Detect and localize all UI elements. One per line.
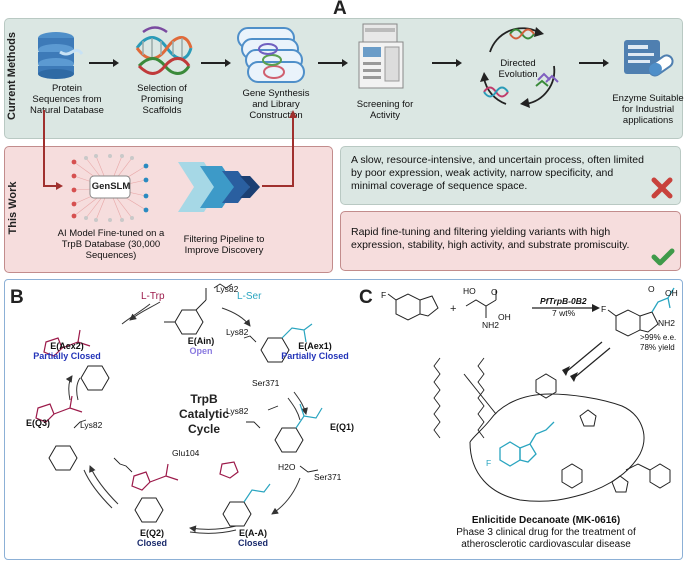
database-icon: [38, 32, 84, 79]
step-caption-enzyme: Enzyme Suitable for Industrial applicati…: [612, 93, 684, 126]
ser-label: L-Ser: [237, 291, 262, 302]
arrow-2-icon: [201, 59, 231, 67]
catalytic-cycle-diagram: [35, 283, 323, 534]
yield-value: 78% yield: [640, 343, 675, 352]
step-caption-screening: Screening for Activity: [356, 99, 414, 121]
state-q1: E(Q1): [322, 422, 362, 432]
state-aex1-status: Partially Closed: [281, 351, 349, 361]
state-a-a: E(A-A) Closed: [228, 528, 278, 548]
state-q2-status: Closed: [136, 538, 167, 548]
step-caption-directed-evolution: Directed Evolution: [498, 58, 538, 80]
enzyme-pill-icon: [624, 40, 674, 77]
residue-lys-3: Lys82: [226, 406, 249, 416]
state-q3: E(Q3): [18, 418, 58, 428]
state-ain-status: Open: [189, 346, 213, 356]
state-q1-name: E(Q1): [329, 422, 354, 432]
state-a-a-status: Closed: [237, 538, 268, 548]
current-methods-box: [4, 18, 683, 139]
residue-glu: Glu104: [172, 448, 200, 458]
residue-lys-2: Lys82: [226, 327, 249, 337]
current-methods-summary-box: A slow, resource-intensive, and uncertai…: [340, 146, 681, 205]
state-aex2: E(Aex2) Partially Closed: [22, 341, 112, 361]
pipeline-caption: Filtering Pipeline to Improve Discovery: [183, 234, 265, 256]
carbonyl-label: O: [491, 287, 498, 297]
state-aex1: E(Aex1) Partially Closed: [270, 341, 360, 361]
check-icon: [651, 248, 675, 266]
svg-text:+: +: [450, 303, 456, 315]
this-work-summary: Rapid fine-tuning and filtering yielding…: [351, 226, 630, 251]
state-ain: E(Ain) Open: [176, 336, 226, 356]
state-q2-name: E(Q2): [139, 528, 164, 538]
enlicitide-structure: [433, 357, 671, 502]
cycle-title: TrpB Catalytic Cycle: [178, 392, 230, 436]
panel-b-letter: B: [10, 287, 24, 308]
reagent-loading: 7 wt%: [552, 308, 576, 318]
product-amine-label: NH2: [658, 318, 676, 328]
product-carbonyl-label: O: [648, 284, 655, 294]
arrow-1-icon: [89, 59, 119, 67]
lab-instrument-icon: [358, 23, 404, 89]
state-q2: E(Q2) Closed: [132, 528, 172, 548]
serine-amine-label: NH2: [482, 320, 500, 330]
residue-lys-1: Lys82: [216, 284, 239, 294]
model-caption: AI Model Fine-tuned on a TrpB Database (…: [57, 228, 165, 261]
plasmid-library-icon: [237, 27, 305, 83]
serine-acid-label: OH: [498, 312, 511, 322]
fluoro-label-1: F: [381, 290, 387, 300]
cross-icon: [651, 177, 673, 199]
fluoro-label-2: F: [601, 304, 607, 314]
drug-description: Phase 3 clinical drug for the treatment …: [456, 527, 636, 550]
panel-c-letter: C: [359, 287, 373, 308]
panel-bc-frame: [4, 279, 683, 560]
step-caption-database: Protein Sequences from Natural Database: [30, 83, 104, 116]
step-caption-scaffolds: Selection of Promising Scaffolds: [137, 83, 187, 116]
current-methods-summary: A slow, resource-intensive, and uncertai…: [351, 154, 644, 192]
arrow-3-icon: [318, 59, 348, 67]
model-name: GenSLM: [91, 181, 131, 192]
state-q3-name: E(Q3): [25, 418, 50, 428]
hydroxyl-label: HO: [463, 286, 476, 296]
reagent-name: PfTrpB-0B2: [540, 296, 587, 306]
filtering-pipeline-chevrons: [178, 162, 260, 212]
state-aex2-name: E(Aex2): [50, 341, 84, 351]
water-label: H2O: [278, 462, 296, 472]
trp-label: L-Trp: [141, 291, 165, 302]
state-ain-name: E(Ain): [187, 336, 215, 346]
this-work-summary-box: Rapid fine-tuning and filtering yielding…: [340, 211, 681, 271]
state-aex2-status: Partially Closed: [33, 351, 101, 361]
product-acid-label: OH: [665, 288, 678, 298]
residue-ser-2: Ser371: [314, 472, 342, 482]
this-work-box: [4, 146, 333, 273]
evolution-cycle-icon: [480, 27, 559, 108]
state-aex1-name: E(Aex1): [298, 341, 332, 351]
synthesis-scheme: +: [387, 287, 675, 382]
arrow-4-icon: [432, 59, 462, 67]
state-a-a-name: E(A-A): [239, 528, 267, 538]
ee-value: >99% e.e.: [640, 333, 677, 342]
drug-name: Enlicitide Decanoate (MK-0616): [471, 515, 621, 526]
residue-lys-4: Lys82: [80, 420, 103, 430]
step-caption-gene-synthesis: Gene Synthesis and Library Construction: [242, 88, 310, 121]
arrow-5-icon: [579, 59, 609, 67]
drug-fluoro-label: F: [486, 458, 492, 468]
panel-a-letter: A: [333, 0, 347, 19]
residue-ser-1: Ser371: [252, 378, 280, 388]
neural-network-icon: [71, 154, 149, 222]
connector-arrows: [43, 110, 297, 190]
dna-helix-icon: [135, 26, 193, 75]
